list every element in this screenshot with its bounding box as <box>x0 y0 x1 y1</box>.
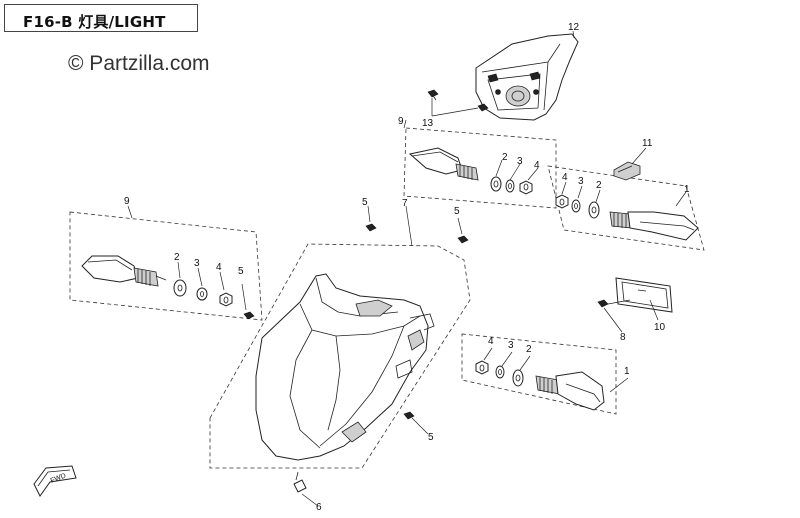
washer-2-l[interactable] <box>173 279 187 297</box>
screw-5-b[interactable] <box>457 235 469 244</box>
screw-5-a[interactable] <box>365 223 377 232</box>
callout-2-r: 2 <box>596 180 602 191</box>
callout-5-a: 5 <box>362 197 368 208</box>
nut-4-tr[interactable] <box>519 180 533 195</box>
screw-5-bottom[interactable] <box>403 411 415 420</box>
washer-2-r[interactable] <box>588 201 600 219</box>
callout-2-br: 2 <box>526 344 532 355</box>
callout-1-br: 1 <box>624 366 630 377</box>
nut-4-l[interactable] <box>219 292 233 307</box>
screw-13-lower[interactable] <box>477 103 489 112</box>
callout-13: 13 <box>422 118 434 129</box>
nut-4-br[interactable] <box>475 360 489 375</box>
reflector-10[interactable] <box>615 277 673 313</box>
screw-5-l[interactable] <box>243 311 255 320</box>
fwd-arrow-icon: FWD <box>33 465 77 497</box>
callout-1-r: 1 <box>684 184 690 195</box>
callout-11: 11 <box>642 138 653 149</box>
turn-signal-rear-right[interactable] <box>535 371 605 411</box>
ring-3-l[interactable] <box>196 287 208 301</box>
callout-2-tr: 2 <box>502 152 508 163</box>
headlight-7[interactable] <box>255 273 435 461</box>
callout-6: 6 <box>316 502 322 513</box>
callout-3-br: 3 <box>508 340 514 351</box>
callout-9-left: 9 <box>124 196 130 207</box>
relay-11[interactable] <box>613 161 641 181</box>
nut-4-r[interactable] <box>555 194 569 209</box>
diagram-title: F16-B 灯具/LIGHT <box>23 13 166 31</box>
callout-5-b: 5 <box>454 206 460 217</box>
callout-7: 7 <box>402 198 408 209</box>
screw-8[interactable] <box>597 299 631 308</box>
ring-3-r[interactable] <box>571 199 581 213</box>
callout-10: 10 <box>654 322 666 333</box>
callout-4-tr: 4 <box>534 160 540 171</box>
watermark: © Partzilla.com <box>68 52 210 75</box>
callout-12: 12 <box>568 22 580 33</box>
callout-8: 8 <box>620 332 626 343</box>
title-box: F16-B 灯具/LIGHT <box>4 4 198 32</box>
screw-13-upper[interactable] <box>427 89 439 101</box>
turn-signal-front-left[interactable] <box>408 147 479 181</box>
callout-4-br: 4 <box>488 336 494 347</box>
callout-5-l: 5 <box>238 266 244 277</box>
callout-4-r: 4 <box>562 172 568 183</box>
callout-5-bottom: 5 <box>428 432 434 443</box>
ring-3-tr[interactable] <box>505 179 515 193</box>
callout-3-tr: 3 <box>517 156 523 167</box>
turn-signal-left[interactable] <box>81 255 167 287</box>
callout-4-l: 4 <box>216 262 222 273</box>
clip-6[interactable] <box>293 471 307 493</box>
ring-3-br[interactable] <box>495 365 505 379</box>
washer-2-tr[interactable] <box>490 176 502 192</box>
callout-9-top: 9 <box>398 116 404 127</box>
callout-3-r: 3 <box>578 176 584 187</box>
washer-2-br[interactable] <box>512 369 524 387</box>
turn-signal-front-right[interactable] <box>609 211 699 241</box>
callout-2-l: 2 <box>174 252 180 263</box>
callout-3-l: 3 <box>194 258 200 269</box>
rear-lamp-housing[interactable] <box>475 33 579 121</box>
